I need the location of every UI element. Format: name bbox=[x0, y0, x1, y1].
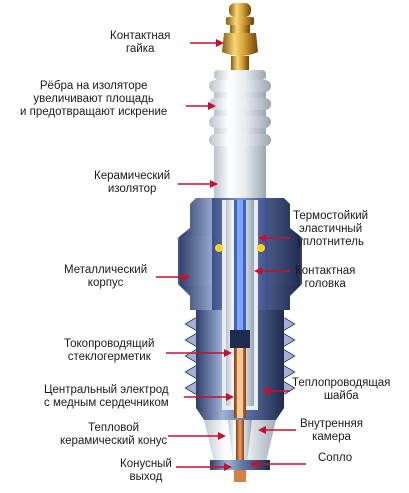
label-metal-body: Металлический корпус bbox=[64, 264, 148, 289]
label-contact-nut: Контактная гайка bbox=[110, 30, 171, 55]
ribbed-insulator-part bbox=[209, 70, 271, 198]
thermal-cone-part bbox=[204, 420, 276, 482]
label-center-electrode: Центральный электрод с медным сердечнико… bbox=[44, 384, 169, 409]
label-contact-head: Контактная головка bbox=[295, 265, 356, 290]
label-ribs: Рёбра на изоляторе увеличивают площадь и… bbox=[20, 80, 168, 118]
pointer-arrows bbox=[156, 39, 306, 471]
label-nozzle: Сопло bbox=[318, 452, 353, 464]
label-heat-resistant-seal: Термостойкий эластичный уплотнитель bbox=[293, 210, 369, 248]
label-glass-seal: Токопроводящий стеклогерметик bbox=[64, 338, 155, 363]
label-ceramic-insulator: Керамический изолятор bbox=[94, 170, 171, 195]
label-inner-chamber: Внутренняя камера bbox=[300, 418, 363, 443]
label-cone-outlet: Конусный выход bbox=[120, 458, 172, 483]
label-thermal-cone: Тепловой керамический конус bbox=[60, 422, 168, 447]
cutaway-interior bbox=[212, 198, 268, 418]
label-heat-washer: Теплопроводящая шайба bbox=[292, 377, 391, 402]
contact-nut-part bbox=[222, 3, 258, 70]
